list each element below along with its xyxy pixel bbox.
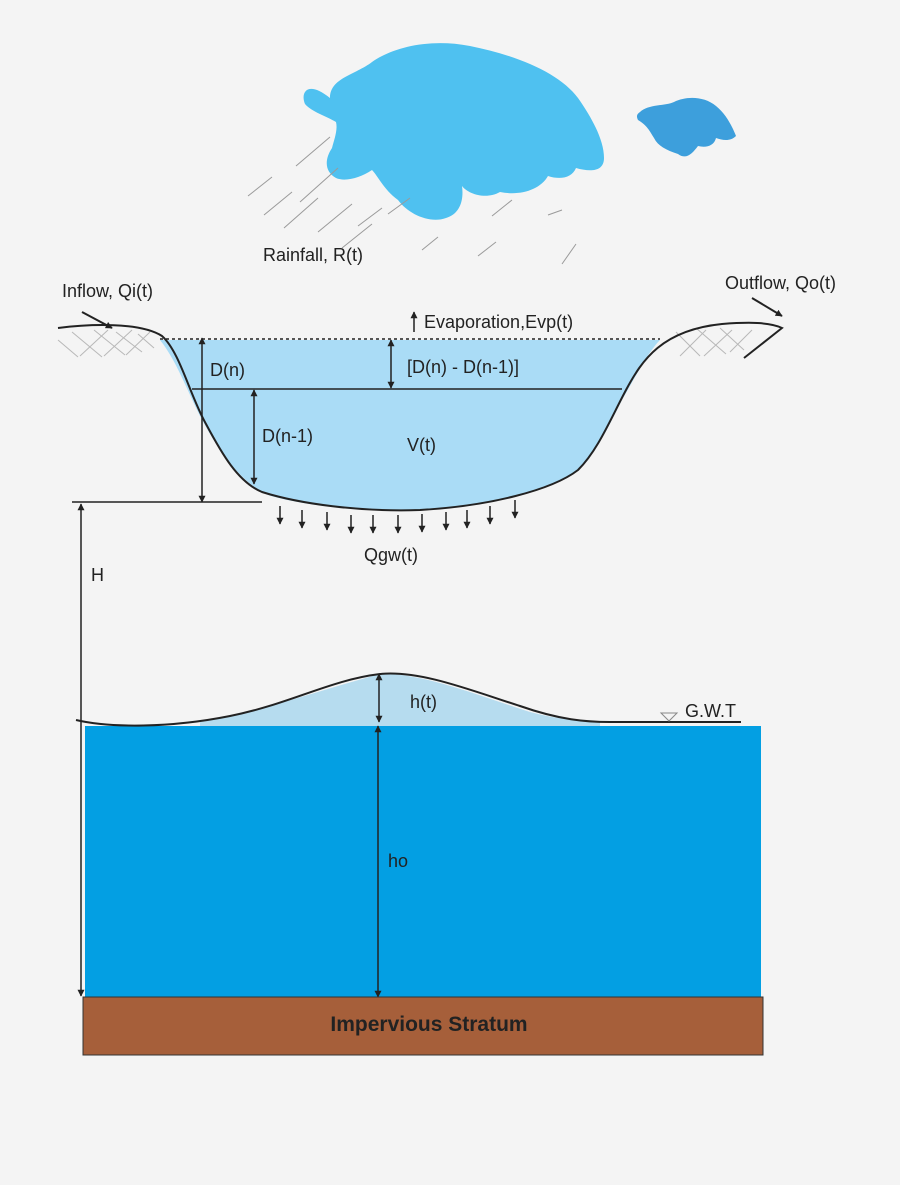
rainfall-label: Rainfall, R(t) bbox=[263, 245, 363, 265]
depth-diff-label: [D(n) - D(n-1)] bbox=[407, 357, 519, 377]
ground-profile bbox=[57, 321, 784, 512]
ground-hatching bbox=[57, 327, 753, 358]
seepage-arrows bbox=[276, 500, 519, 534]
water-table-label: G.W.T bbox=[685, 701, 736, 721]
outflow-arrow-icon bbox=[751, 297, 783, 317]
rain-streaks bbox=[247, 136, 577, 265]
groundwater-mound bbox=[200, 673, 600, 726]
outflow-label: Outflow, Qo(t) bbox=[725, 273, 836, 293]
triangle-down-icon bbox=[659, 712, 679, 722]
inflow-arrow-icon bbox=[81, 311, 113, 329]
stratum-label: Impervious Stratum bbox=[330, 1013, 527, 1036]
large-cloud-icon bbox=[303, 43, 604, 220]
aquifer-depth-label: ho bbox=[388, 851, 408, 871]
small-cloud-icon bbox=[636, 97, 736, 157]
depth-now-label: D(n) bbox=[210, 360, 245, 380]
height-label: H bbox=[91, 565, 104, 585]
volume-label: V(t) bbox=[407, 435, 436, 455]
depth-prev-label: D(n-1) bbox=[262, 426, 313, 446]
evaporation-label: Evaporation,Evp(t) bbox=[424, 312, 573, 332]
pond-water bbox=[160, 340, 660, 511]
aquifer bbox=[85, 726, 761, 997]
mound-label: h(t) bbox=[410, 692, 437, 712]
seepage-label: Qgw(t) bbox=[364, 545, 418, 565]
impervious-stratum bbox=[82, 996, 764, 1056]
clouds bbox=[303, 43, 736, 220]
inflow-label: Inflow, Qi(t) bbox=[62, 281, 153, 301]
